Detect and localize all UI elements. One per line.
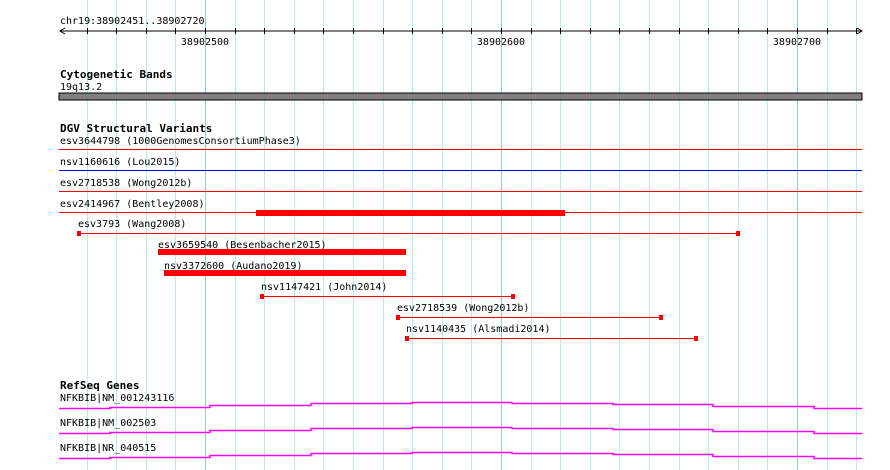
- variant-label: nsv3372600 (Audano2019): [164, 261, 302, 272]
- track-title[interactable]: RefSeq Genes: [60, 379, 139, 392]
- dgv-track: DGV Structural Variants esv3644798 (1000…: [59, 122, 862, 341]
- cytoband-bar[interactable]: [58, 92, 863, 101]
- variant-end-marker: [405, 336, 409, 341]
- region-label: chr19:38902451..38902720: [60, 16, 205, 27]
- ruler-track: chr19:38902451..38902720 38902500 389026…: [59, 16, 863, 48]
- gene-label: NFKBIB|NM_002503: [60, 418, 156, 429]
- variant-label: esv2718538 (Wong2012b): [60, 178, 192, 189]
- gene-model[interactable]: [59, 426, 862, 435]
- grid-lines: [87, 0, 857, 470]
- gene-label: NFKBIB|NM_001243116: [60, 393, 174, 404]
- variant-label: esv3659540 (Besenbacher2015): [158, 240, 327, 251]
- variant-bar[interactable]: [158, 249, 406, 255]
- variant-thick-bar[interactable]: [256, 210, 565, 216]
- variant-label: nsv1140435 (Alsmadi2014): [406, 324, 551, 335]
- cytoband-track: Cytogenetic Bands 19q13.2: [58, 68, 863, 101]
- tick-label: 38902700: [773, 37, 821, 48]
- variant-end-marker: [260, 294, 264, 299]
- refseq-track: RefSeq Genes NFKBIB|NM_001243116 NFKBIB|…: [59, 379, 862, 460]
- arrow-right-icon[interactable]: [856, 27, 863, 35]
- arrow-left-icon[interactable]: [59, 27, 66, 35]
- variant-end-marker: [77, 231, 81, 236]
- tick-label: 38902600: [477, 37, 525, 48]
- variant-end-marker: [659, 315, 663, 320]
- gene-model[interactable]: [59, 451, 862, 460]
- track-title[interactable]: DGV Structural Variants: [60, 122, 212, 135]
- gene-model[interactable]: [59, 401, 862, 410]
- variant-label: esv3793 (Wang2008): [78, 219, 186, 230]
- variant-label: esv2718539 (Wong2012b): [397, 303, 529, 314]
- variant-end-marker: [736, 231, 740, 236]
- variant-bar[interactable]: [164, 270, 406, 276]
- track-title[interactable]: Cytogenetic Bands: [60, 68, 173, 81]
- variant-label: esv2414967 (Bentley2008): [60, 199, 205, 210]
- variant-end-marker: [511, 294, 515, 299]
- tick-label: 38902500: [181, 37, 229, 48]
- gene-label: NFKBIB|NR_040515: [60, 443, 156, 454]
- variant-end-marker: [396, 315, 400, 320]
- variant-label: nsv1147421 (John2014): [261, 282, 387, 293]
- variant-label: nsv1160616 (Lou2015): [60, 157, 180, 168]
- variant-label: esv3644798 (1000GenomesConsortiumPhase3): [60, 136, 301, 147]
- variant-end-marker: [694, 336, 698, 341]
- band-label: 19q13.2: [60, 82, 102, 93]
